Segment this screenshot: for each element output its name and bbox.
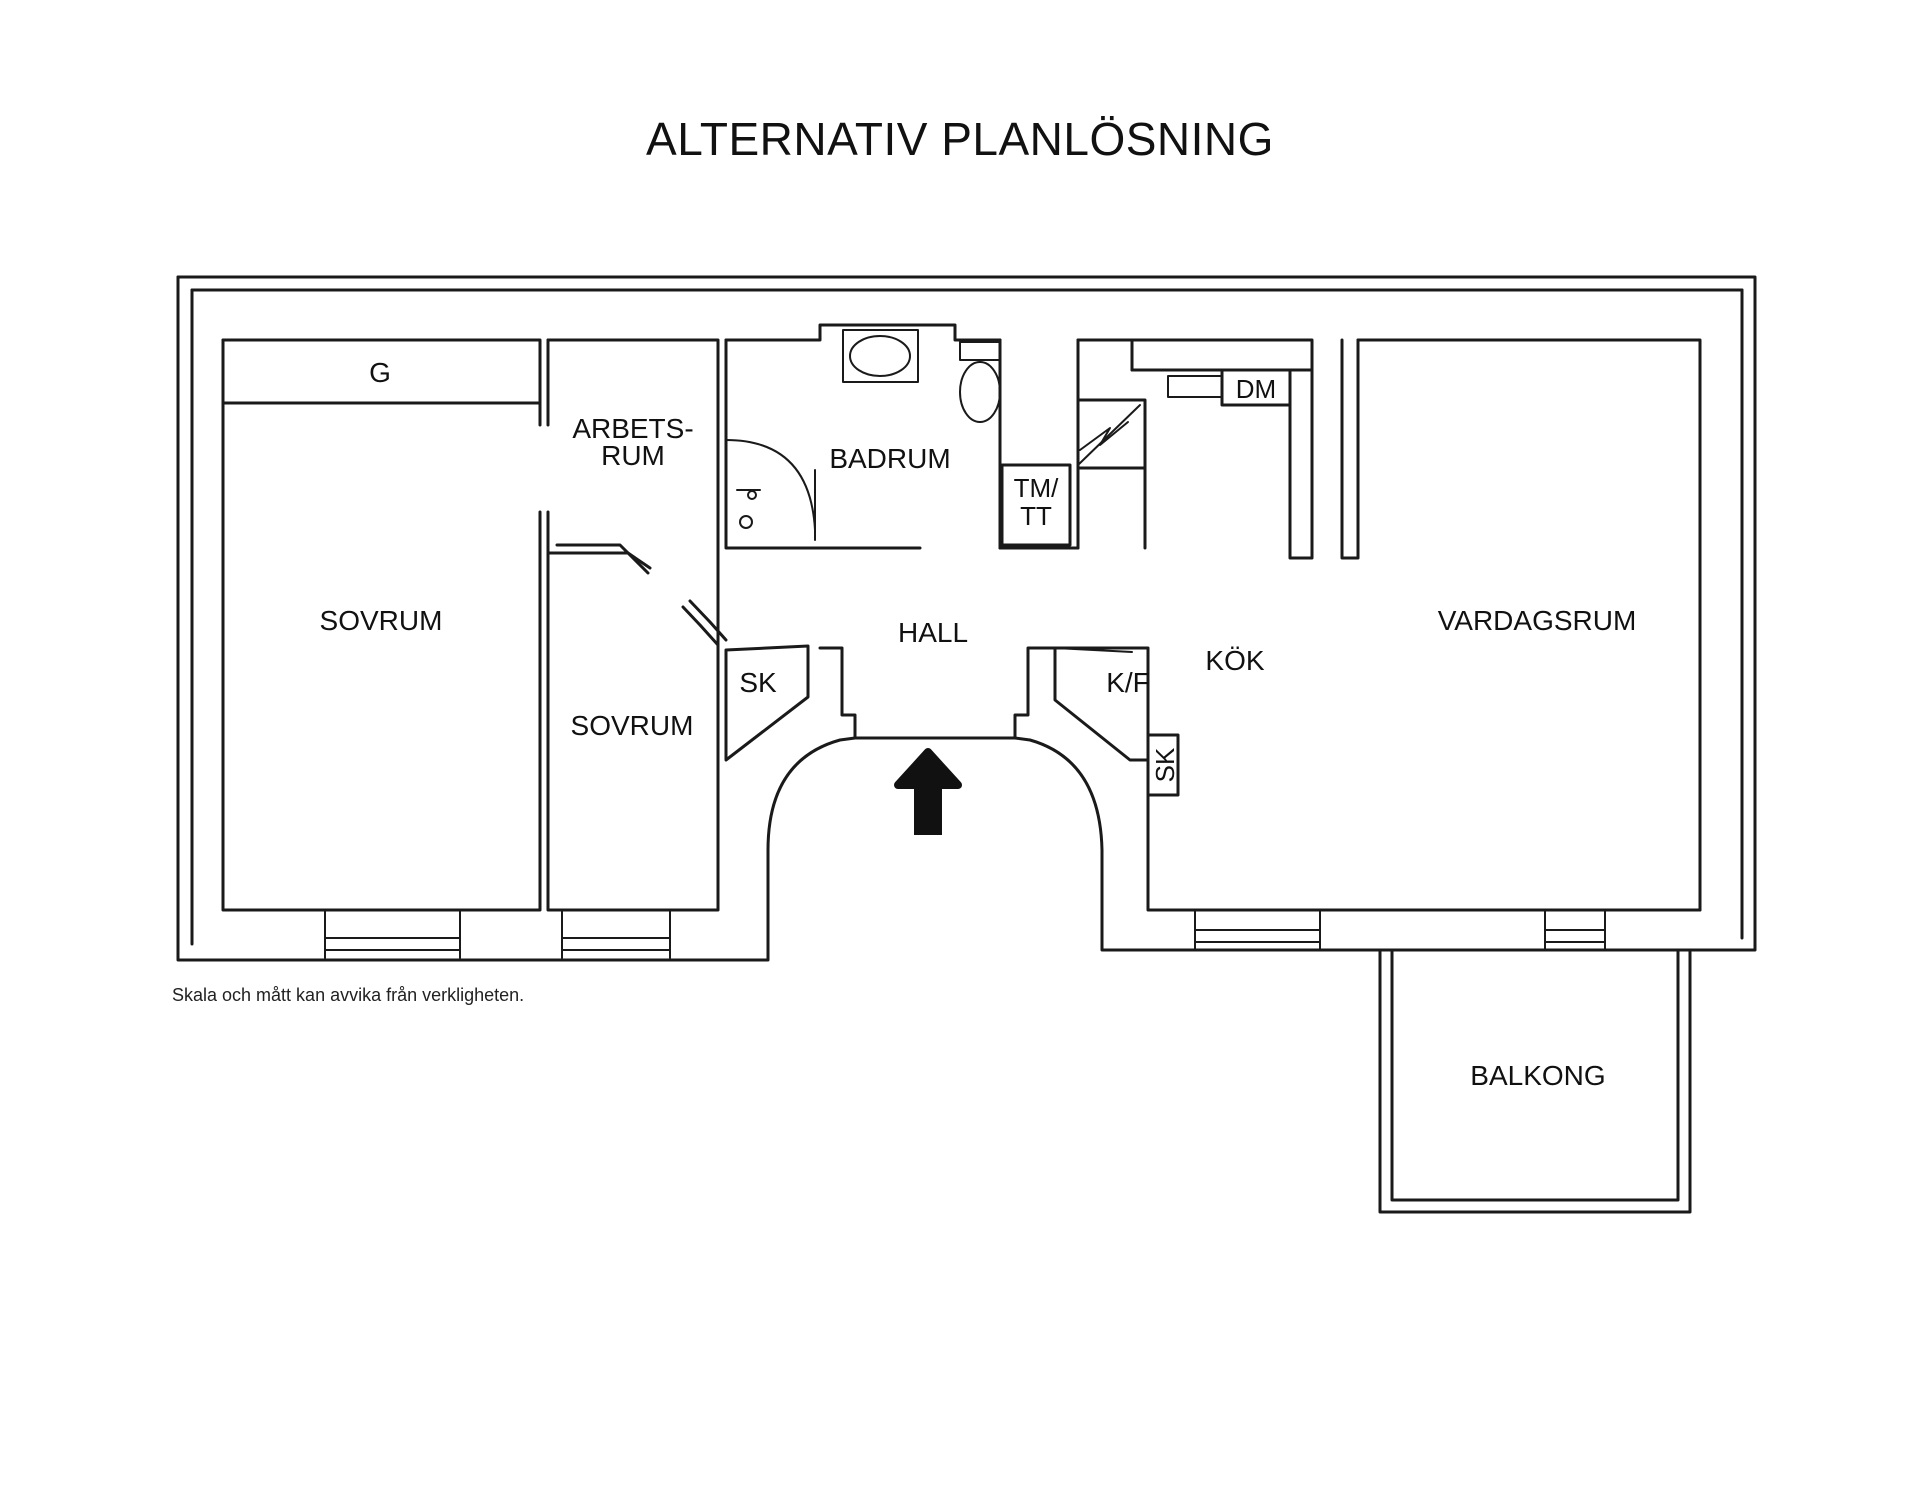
entrance-corridor <box>766 646 1104 942</box>
entry-arrow-icon <box>894 748 962 835</box>
label-kok: KÖK <box>1205 645 1264 676</box>
label-sovrum-large: SOVRUM <box>320 605 443 636</box>
label-sk-left: SK <box>739 667 777 698</box>
bedroom-large-walls <box>221 338 542 959</box>
label-sk-right: SK <box>1150 747 1180 782</box>
door-swing <box>681 599 728 647</box>
laundry-walls <box>1000 463 1072 547</box>
label-badrum: BADRUM <box>829 443 950 474</box>
outer-walls <box>176 275 1757 962</box>
page-title: ALTERNATIV PLANLÖSNING <box>646 113 1274 165</box>
kitchen-walls <box>1053 338 1314 797</box>
label-sovrum-small: SOVRUM <box>571 710 694 741</box>
label-vardagsrum: VARDAGSRUM <box>1438 605 1637 636</box>
balcony-walls <box>1378 948 1692 1214</box>
label-arbetsrum-2: RUM <box>601 440 665 471</box>
label-hall: HALL <box>898 617 968 648</box>
label-arbetsrum-1: ARBETS- <box>572 413 693 444</box>
livingroom-walls <box>1146 338 1702 951</box>
label-tmtt-1: TM/ <box>1014 473 1060 503</box>
disclaimer-note: Skala och mått kan avvika från verklighe… <box>172 985 525 1005</box>
label-g: G <box>369 357 391 388</box>
bathroom-walls <box>724 323 1080 550</box>
closet-left-walls <box>724 644 810 762</box>
label-kf: K/F <box>1106 667 1150 698</box>
label-balkong: BALKONG <box>1470 1060 1605 1091</box>
label-dm: DM <box>1236 374 1276 404</box>
office-walls <box>546 338 720 959</box>
label-tmtt-2: TT <box>1020 501 1052 531</box>
